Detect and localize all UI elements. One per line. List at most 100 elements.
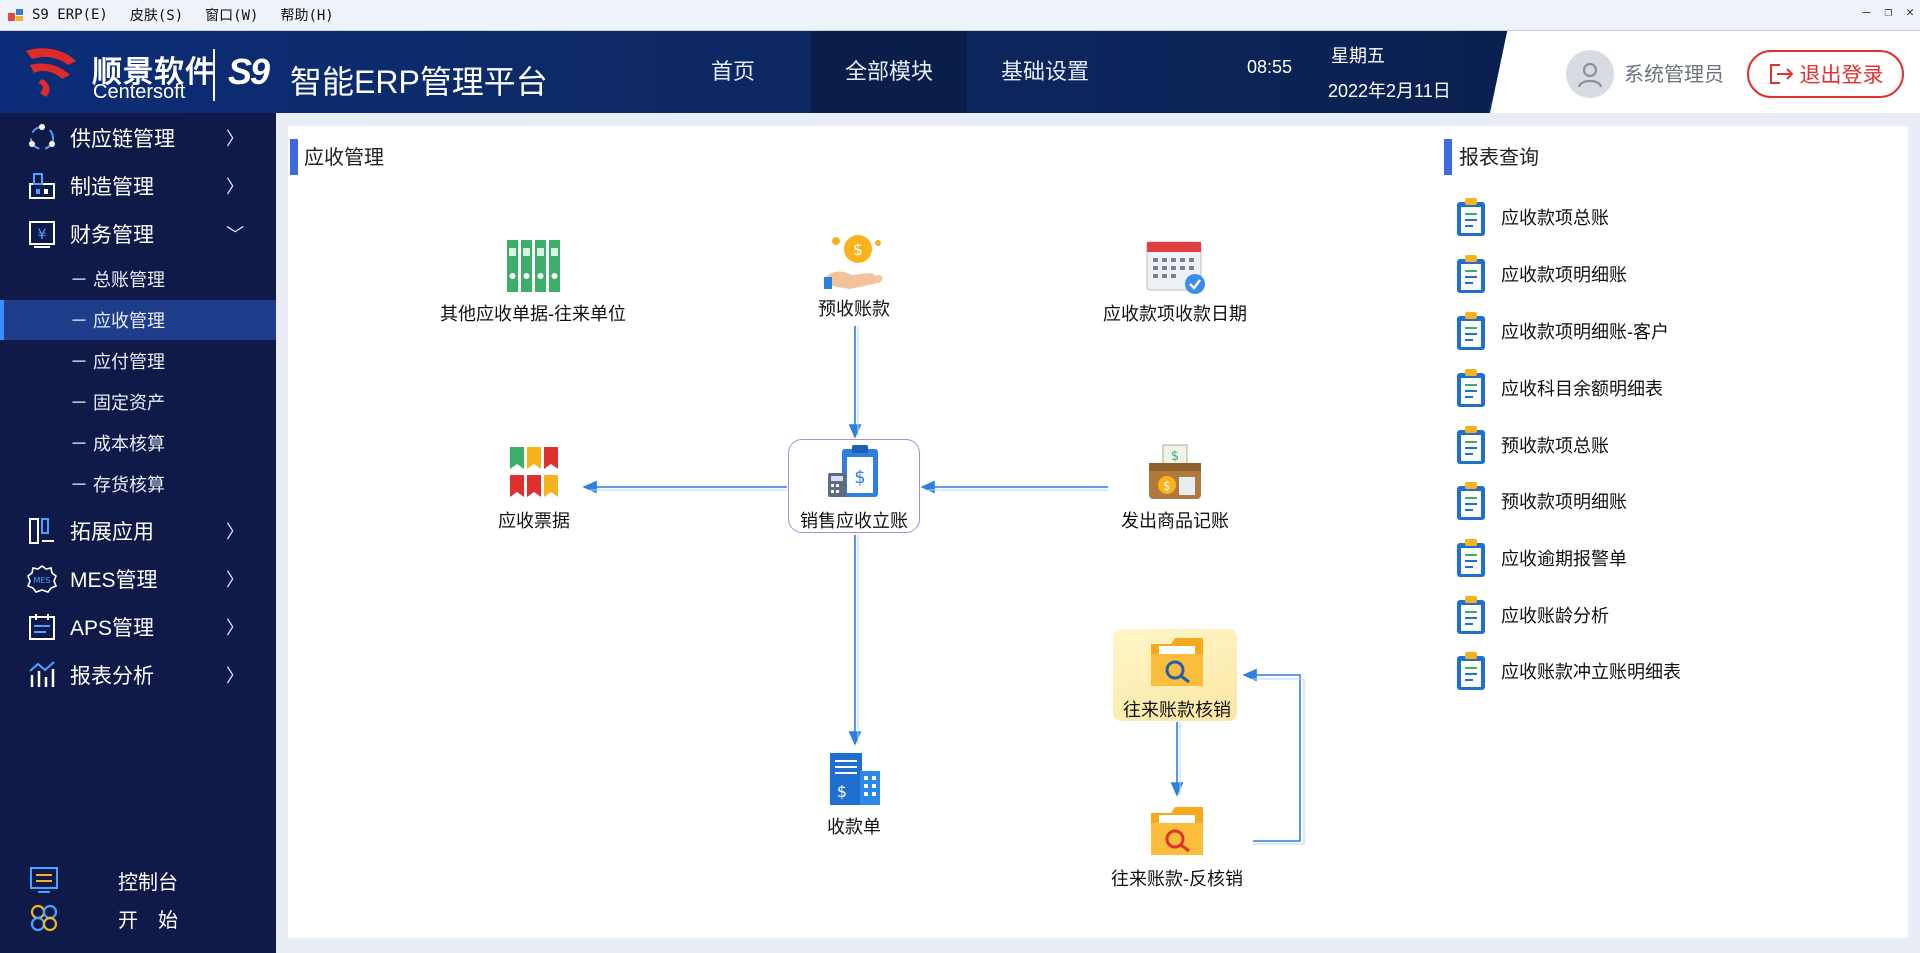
- tab-basic-settings[interactable]: 基础设置: [1000, 59, 1089, 84]
- company-logo: [20, 43, 82, 99]
- sidebar-bottom-label: 控制台: [118, 871, 178, 894]
- node-label: 应收款项收款日期: [1103, 304, 1247, 324]
- svg-text:¥: ¥: [38, 227, 47, 243]
- sidebar-item-supply-chain[interactable]: 供应链管理 〉: [0, 115, 276, 161]
- logout-label: 退出登录: [1799, 64, 1884, 87]
- sidebar-sub-fixed-assets[interactable]: － 固定资产: [0, 382, 276, 422]
- report-item-label: 应收账龄分析: [1501, 606, 1609, 626]
- svg-text:$: $: [1171, 449, 1179, 464]
- report-item-label: 预收款项明细账: [1501, 492, 1627, 512]
- report-clipboard-icon: [1457, 652, 1485, 690]
- node-prepay[interactable]: $ 预收账款: [744, 231, 964, 321]
- report-item[interactable]: 预收款项明细账: [1455, 481, 1627, 521]
- sidebar-item-mes[interactable]: MES MES管理 〉: [0, 556, 276, 602]
- report-item[interactable]: 应收逾期报警单: [1455, 538, 1627, 578]
- product-code: S9: [228, 51, 270, 92]
- brand-name-en: Centersoft: [93, 81, 186, 103]
- sidebar-sub-label: － 应付管理: [70, 352, 166, 372]
- sidebar-sub-inventory-accounting[interactable]: － 存货核算: [0, 464, 276, 504]
- report-item[interactable]: 应收账龄分析: [1455, 595, 1609, 635]
- node-bills[interactable]: 应收票据: [424, 443, 644, 533]
- sidebar-item-aps[interactable]: APS管理 〉: [0, 604, 276, 650]
- sidebar-item-label: 制造管理: [70, 176, 154, 199]
- restore-button[interactable]: ❐: [1884, 5, 1893, 20]
- sidebar-item-extension[interactable]: 拓展应用 〉: [0, 508, 276, 554]
- supply-chain-icon: [29, 124, 55, 150]
- node-other-docs[interactable]: 其他应收单据-往来单位: [423, 236, 643, 326]
- chevron-right-icon: 〉: [226, 177, 244, 197]
- sidebar-item-label: 供应链管理: [70, 128, 175, 151]
- report-item-label: 应收款项明细账-客户: [1501, 322, 1669, 342]
- folder-search-icon: [1151, 638, 1203, 686]
- sidebar-bottom-label: 开 始: [118, 909, 178, 932]
- close-button[interactable]: ✕: [1906, 5, 1914, 20]
- report-clipboard-icon: [1457, 198, 1485, 236]
- node-writeoff[interactable]: 往来账款核销: [1067, 632, 1287, 722]
- report-analysis-icon: [29, 661, 55, 687]
- sidebar: 供应链管理 〉 制造管理 〉 ¥ 财务管理 〉 － 总账管理 － 应收管理 － …: [0, 113, 276, 953]
- app-icon: [8, 9, 23, 21]
- report-item[interactable]: 应收科目余额明细表: [1455, 368, 1663, 408]
- clipboard-invoice-icon: $: [828, 445, 878, 497]
- node-shipment[interactable]: $ $ 发出商品记账: [1065, 443, 1285, 533]
- menu-erp[interactable]: S9 ERP(E): [32, 7, 108, 23]
- minimize-button[interactable]: –: [1862, 5, 1871, 20]
- sidebar-sub-general-ledger[interactable]: － 总账管理: [0, 259, 276, 299]
- tab-all-modules[interactable]: 全部模块: [811, 31, 967, 113]
- report-item[interactable]: 应收款项总账: [1455, 197, 1609, 237]
- report-item[interactable]: 应收款项明细账-客户: [1455, 311, 1669, 351]
- sidebar-item-report-analysis[interactable]: 报表分析 〉: [0, 652, 276, 698]
- sidebar-item-manufacturing[interactable]: 制造管理 〉: [0, 163, 276, 209]
- chevron-down-icon: 〉: [224, 225, 244, 243]
- reports-title: 报表查询: [1459, 147, 1539, 169]
- sidebar-console[interactable]: 控制台: [0, 861, 276, 899]
- sidebar-item-label: MES管理: [70, 569, 158, 592]
- report-item[interactable]: 预收款项总账: [1455, 425, 1609, 465]
- sidebar-sub-payables[interactable]: － 应付管理: [0, 341, 276, 381]
- node-receipt[interactable]: $ 收款单: [744, 749, 964, 839]
- svg-text:$: $: [837, 782, 847, 801]
- node-due-date[interactable]: 应收款项收款日期: [1065, 236, 1285, 326]
- chevron-right-icon: 〉: [226, 129, 244, 149]
- report-item-label: 应收逾期报警单: [1501, 549, 1627, 569]
- sidebar-item-label: 报表分析: [70, 665, 154, 688]
- sidebar-item-finance[interactable]: ¥ 财务管理 〉: [0, 211, 276, 257]
- aps-icon: [29, 614, 55, 640]
- logout-button[interactable]: 退出登录: [1747, 50, 1904, 98]
- report-clipboard-icon: [1457, 596, 1485, 634]
- username[interactable]: 系统管理员: [1624, 64, 1724, 86]
- folder-reverse-icon: [1151, 807, 1203, 855]
- clock: 08:55: [1247, 57, 1293, 77]
- report-clipboard-icon: [1457, 369, 1485, 407]
- sidebar-sub-label: － 总账管理: [70, 270, 166, 290]
- section-accent-bar: [290, 139, 298, 175]
- sidebar-sub-cost-accounting[interactable]: － 成本核算: [0, 423, 276, 463]
- sidebar-start[interactable]: 开 始: [0, 899, 276, 937]
- sidebar-sub-label: － 应收管理: [70, 311, 166, 331]
- node-label: 应收票据: [498, 511, 570, 531]
- svg-text:$: $: [853, 240, 863, 259]
- chevron-right-icon: 〉: [226, 522, 244, 542]
- calendar-check-icon: [1146, 241, 1205, 294]
- header: 顺景软件 Centersoft S9 智能ERP管理平台 首页 全部模块 基础设…: [0, 31, 1920, 113]
- coin-hand-icon: $: [824, 235, 883, 289]
- binders-icon: [507, 240, 560, 292]
- menu-window[interactable]: 窗口(W): [205, 8, 259, 24]
- report-item[interactable]: 应收账款冲立账明细表: [1455, 651, 1681, 691]
- node-reverse[interactable]: 往来账款-反核销: [1067, 801, 1287, 891]
- sidebar-sub-receivables[interactable]: － 应收管理: [0, 300, 276, 340]
- node-label: 预收账款: [818, 299, 890, 319]
- node-sales-ar[interactable]: $ 销售应收立账: [744, 443, 964, 533]
- chevron-right-icon: 〉: [226, 666, 244, 686]
- avatar[interactable]: [1566, 50, 1614, 98]
- tab-home[interactable]: 首页: [710, 59, 755, 84]
- node-label: 往来账款-反核销: [1111, 869, 1243, 889]
- report-item-label: 应收款项明细账: [1501, 265, 1627, 285]
- ribbons-icon: [510, 447, 558, 497]
- report-item[interactable]: 应收款项明细账: [1455, 254, 1627, 294]
- report-clipboard-icon: [1457, 482, 1485, 520]
- report-clipboard-icon: [1457, 255, 1485, 293]
- logout-icon: [1769, 64, 1793, 84]
- menu-help[interactable]: 帮助(H): [280, 8, 334, 24]
- menu-skin[interactable]: 皮肤(S): [129, 8, 184, 24]
